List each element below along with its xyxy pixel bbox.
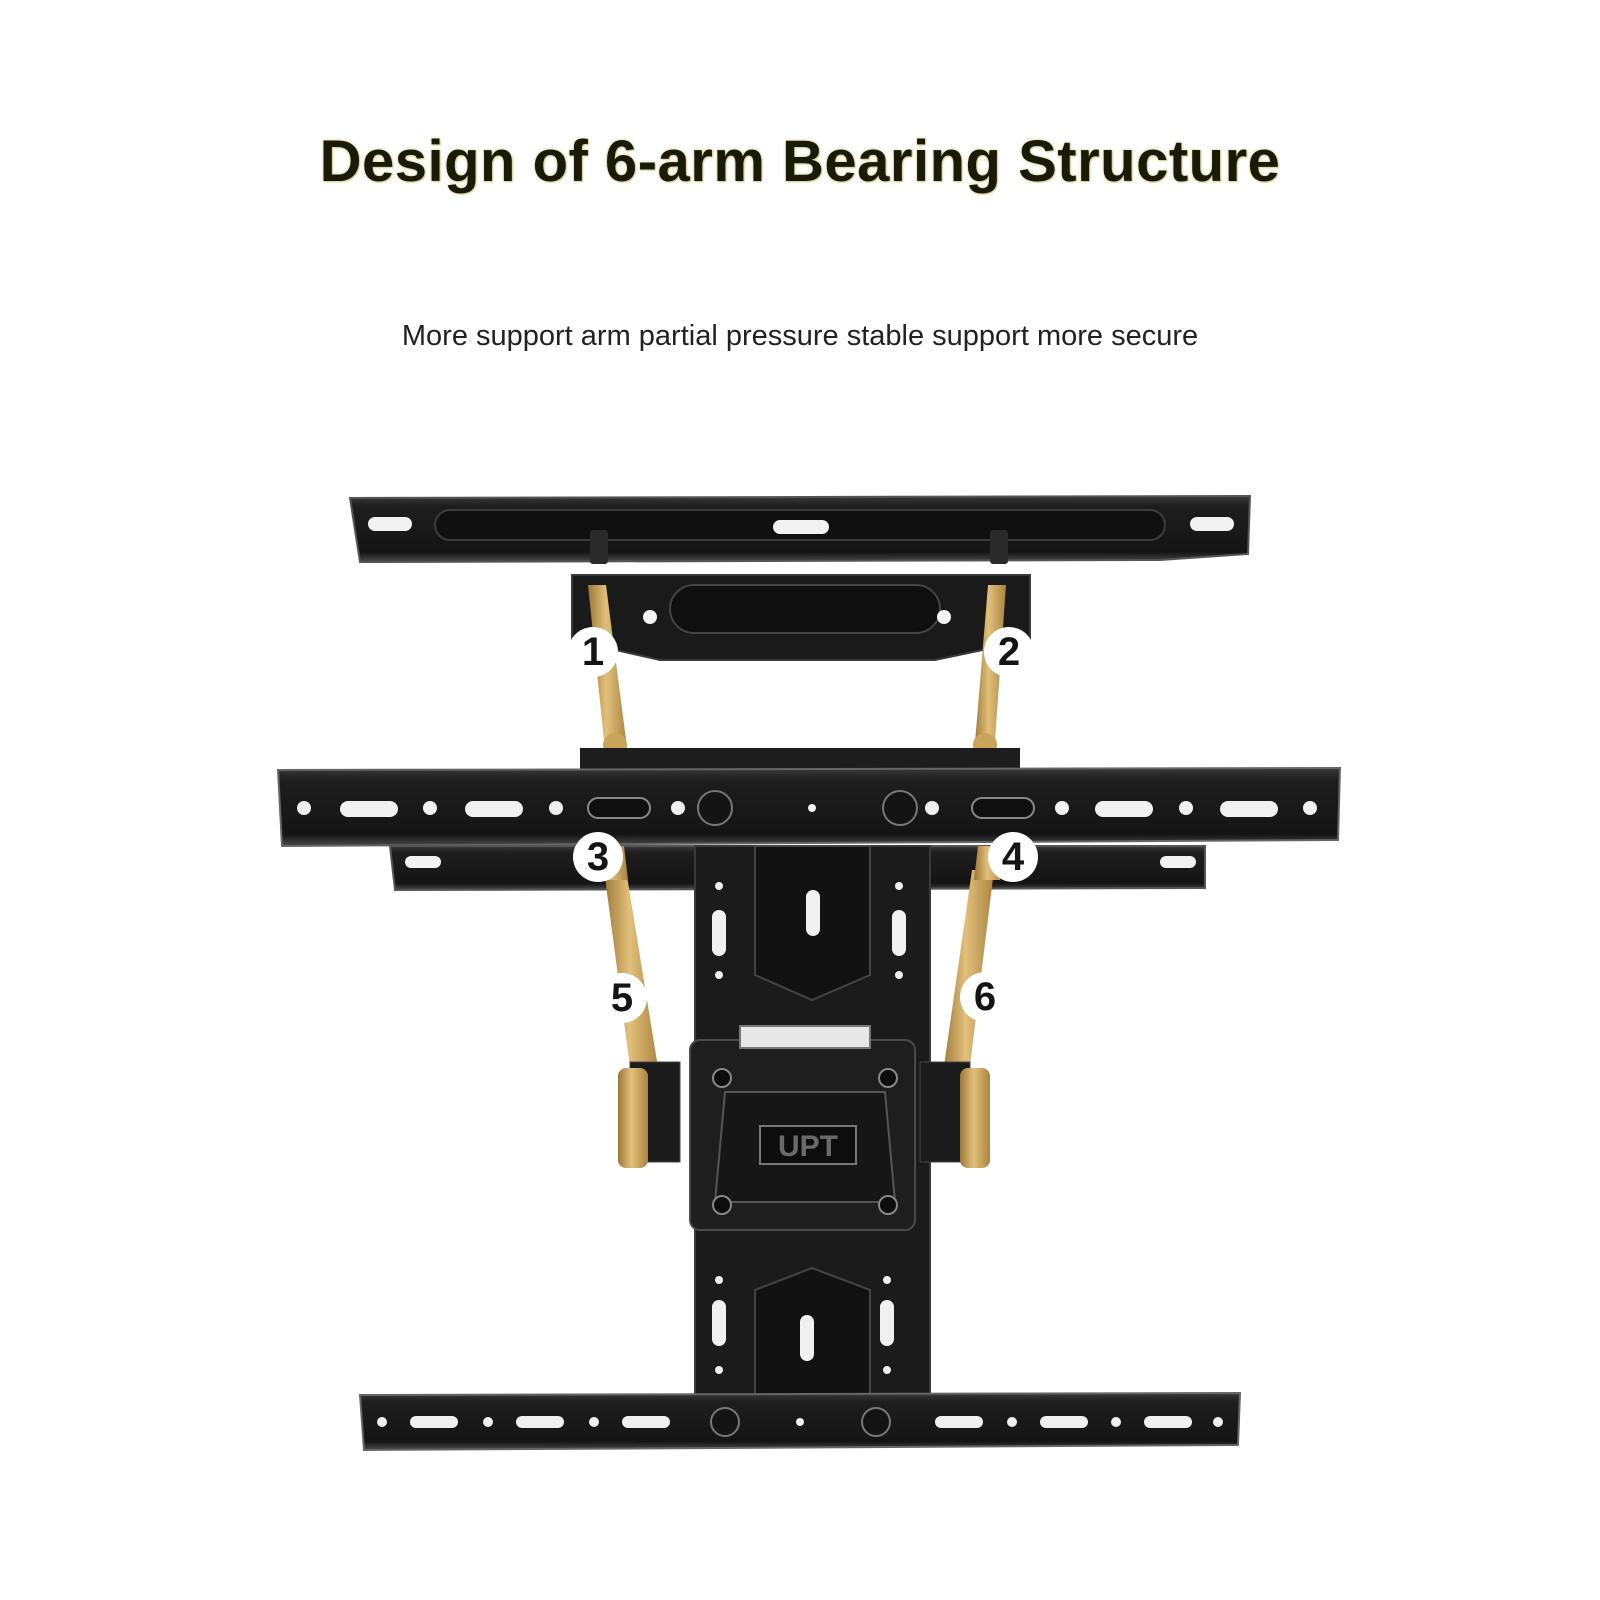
arm-label-5: 5 [597, 973, 647, 1023]
arm-label-6: 6 [960, 972, 1010, 1022]
hinge-left [618, 1061, 681, 1168]
bottom-tv-rail [358, 1391, 1242, 1452]
arm-label-2: 2 [984, 627, 1034, 677]
arm-6 [942, 870, 994, 1082]
hinge-right [919, 1061, 990, 1168]
arm-label-4: 4 [988, 832, 1038, 882]
arm-label-1: 1 [568, 627, 618, 677]
arm-label-3: 3 [573, 832, 623, 882]
wall-bracket-block [571, 574, 1031, 661]
arm-2 [974, 585, 1006, 755]
middle-tv-rail [276, 748, 1342, 848]
top-wall-rail [348, 494, 1252, 564]
page-subtitle: More support arm partial pressure stable… [401, 320, 1199, 352]
center-pivot-plate: UPT [689, 1025, 916, 1231]
plate-logo: UPT [778, 1130, 838, 1163]
page-title: Design of 6-arm Bearing Structure [319, 129, 1281, 194]
